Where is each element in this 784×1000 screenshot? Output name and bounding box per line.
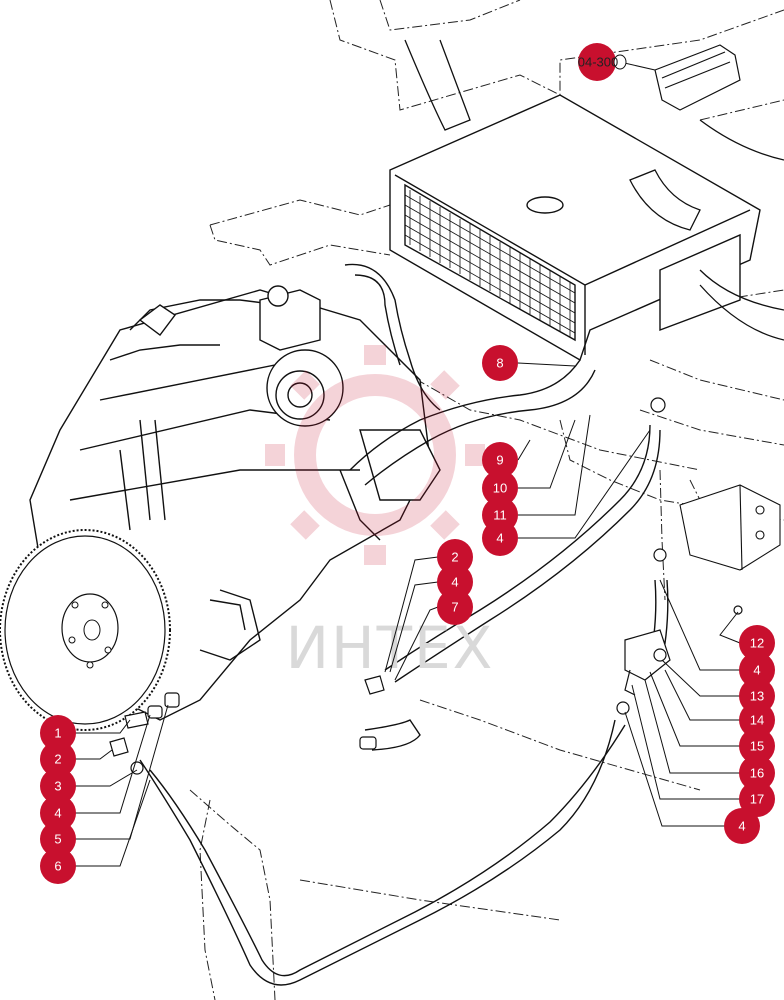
reference-label-text: 04-300 — [578, 55, 618, 70]
callout-8[interactable]: 8 — [482, 345, 518, 381]
callout-12-label: 12 — [750, 636, 764, 651]
callout-4d[interactable]: 4 — [724, 808, 760, 844]
callout-4b-label: 4 — [451, 575, 458, 590]
callout-1[interactable]: 1 — [40, 715, 76, 751]
valve-assembly — [616, 397, 743, 715]
flywheel — [0, 529, 171, 731]
callout-6[interactable]: 6 — [40, 848, 76, 884]
watermark-text: ИНТЕХ — [286, 614, 495, 682]
callout-15-label: 15 — [750, 739, 764, 754]
control-module — [654, 44, 741, 111]
callout-4a[interactable]: 4 — [482, 520, 518, 556]
callout-2b-label: 2 — [54, 752, 61, 767]
callout-6-label: 6 — [54, 859, 61, 874]
callout-16-label: 16 — [750, 766, 764, 781]
callout-7[interactable]: 7 — [437, 589, 473, 625]
callout-4e[interactable]: 4 — [40, 795, 76, 831]
callout-4a-label: 4 — [496, 531, 503, 546]
callout-4b[interactable]: 4 — [437, 564, 473, 600]
callout-17-label: 17 — [750, 792, 764, 807]
callout-7-label: 7 — [451, 600, 458, 615]
callout-14[interactable]: 14 — [739, 702, 775, 738]
heater-unit — [389, 94, 761, 362]
mounting-bracket — [679, 484, 781, 571]
callout-8-label: 8 — [496, 356, 503, 371]
radiator-grille — [404, 190, 576, 337]
callout-1-label: 1 — [54, 726, 61, 741]
callout-12[interactable]: 12 — [739, 625, 775, 661]
callout-17[interactable]: 17 — [739, 781, 775, 817]
callout-4e-label: 4 — [54, 806, 61, 821]
callout-3[interactable]: 3 — [40, 768, 76, 804]
callout-15[interactable]: 15 — [739, 728, 775, 764]
watermark: ИНТЕХ — [265, 345, 495, 682]
callout-16[interactable]: 16 — [739, 755, 775, 791]
fittings — [109, 675, 385, 775]
callout-9[interactable]: 9 — [482, 442, 518, 478]
callout-5[interactable]: 5 — [40, 821, 76, 857]
callout-10-label: 10 — [493, 481, 507, 496]
callout-2a-label: 2 — [451, 550, 458, 565]
callout-4d-label: 4 — [738, 819, 745, 834]
callout-2b[interactable]: 2 — [40, 741, 76, 777]
reference-label[interactable]: 04-300 — [578, 43, 627, 81]
callout-9-label: 9 — [496, 453, 503, 468]
callout-2a[interactable]: 2 — [437, 539, 473, 575]
callout-11-label: 11 — [493, 508, 507, 523]
leader-lines — [58, 61, 741, 867]
callout-14-label: 14 — [750, 713, 764, 728]
callout-3-label: 3 — [54, 779, 61, 794]
pipe-upper — [404, 39, 784, 341]
callout-10[interactable]: 10 — [482, 470, 518, 506]
callout-5-label: 5 — [54, 832, 61, 847]
callout-4c-label: 4 — [753, 663, 760, 678]
callout-4c[interactable]: 4 — [739, 652, 775, 688]
callout-13-label: 13 — [750, 689, 764, 704]
hoses — [139, 263, 669, 986]
